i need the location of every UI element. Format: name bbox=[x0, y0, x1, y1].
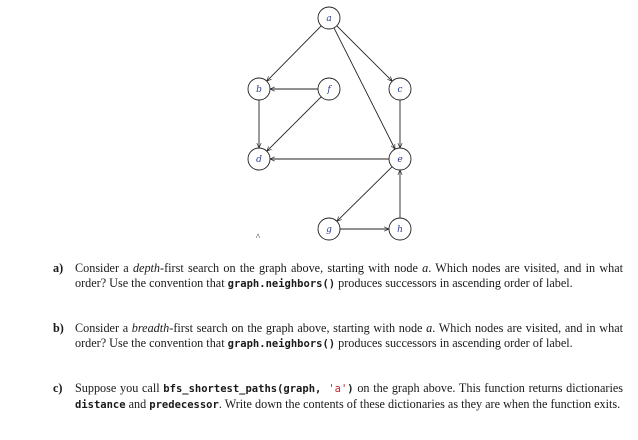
question-b: b) Consider a breadth-first search on th… bbox=[53, 321, 623, 351]
edge-a-b bbox=[267, 25, 322, 81]
text-run: -first search on the graph above, starti… bbox=[169, 321, 427, 335]
node-e: e bbox=[388, 147, 412, 171]
node-h: h bbox=[388, 217, 412, 241]
node-circle bbox=[247, 77, 271, 101]
question-c: c) Suppose you call bfs_shortest_paths(g… bbox=[53, 381, 623, 412]
graph-edges bbox=[259, 25, 400, 229]
code-predecessor: predecessor bbox=[149, 398, 219, 411]
node-circle bbox=[388, 217, 412, 241]
node-ref: a bbox=[422, 261, 429, 275]
node-f: f bbox=[317, 77, 341, 101]
emphasis-breadth: breadth bbox=[131, 321, 170, 335]
question-c-label: c) bbox=[53, 381, 63, 395]
node-circle bbox=[317, 6, 341, 30]
text-run: and bbox=[125, 396, 150, 411]
edge-f-d bbox=[267, 96, 322, 151]
node-label: h bbox=[397, 225, 403, 235]
text-run: Suppose you call bbox=[75, 381, 164, 395]
node-circle bbox=[317, 217, 341, 241]
question-a: a) Consider a depth-first search on the … bbox=[53, 261, 623, 291]
node-label: b bbox=[256, 85, 262, 95]
node-label: d bbox=[256, 155, 262, 165]
text-run: on the graph above. This function return… bbox=[353, 381, 623, 395]
node-b: b bbox=[247, 77, 271, 101]
node-label: e bbox=[397, 155, 402, 165]
stray-caret-mark: ^ bbox=[256, 232, 261, 242]
node-circle bbox=[388, 147, 412, 171]
question-b-text: Consider a breadth-first search on the g… bbox=[75, 321, 623, 351]
text-run: produces successors in ascending order o… bbox=[335, 335, 573, 350]
question-b-label: b) bbox=[53, 321, 64, 335]
edge-a-c bbox=[336, 25, 392, 81]
node-ref: a bbox=[426, 321, 433, 335]
text-run: . Write down the contents of these dicti… bbox=[218, 396, 621, 411]
graph-nodes: a b c d e f g h bbox=[247, 6, 412, 241]
code-neighbors: graph.neighbors() bbox=[227, 337, 336, 350]
node-label: f bbox=[326, 85, 332, 95]
text-run: -first search on the graph above, starti… bbox=[160, 261, 423, 275]
edge-e-g bbox=[337, 166, 393, 222]
node-d: d bbox=[247, 147, 271, 171]
code-neighbors: graph.neighbors() bbox=[227, 277, 336, 290]
node-label: c bbox=[397, 85, 402, 95]
text-run: Consider a bbox=[75, 261, 133, 275]
directed-graph-figure: a b c d e f g h ^ bbox=[247, 6, 412, 242]
node-label: g bbox=[326, 225, 332, 235]
text-run: . Which nodes are visited, and in what o… bbox=[75, 321, 623, 350]
question-c-text: Suppose you call bfs_shortest_paths(grap… bbox=[75, 381, 623, 412]
text-run: . Which nodes are visited, and in what o… bbox=[75, 261, 624, 290]
question-a-label: a) bbox=[53, 261, 64, 275]
node-g: g bbox=[317, 217, 341, 241]
node-circle bbox=[388, 77, 412, 101]
code-string-literal: 'a' bbox=[328, 383, 348, 395]
edge-a-e bbox=[333, 27, 396, 149]
node-c: c bbox=[388, 77, 412, 101]
node-circle bbox=[247, 147, 271, 171]
question-a-text: Consider a depth-first search on the gra… bbox=[75, 261, 623, 291]
text-run: produces successors in ascending order o… bbox=[335, 275, 573, 290]
code-distance: distance bbox=[75, 398, 126, 411]
code-paren: ) bbox=[347, 383, 354, 395]
emphasis-depth: depth bbox=[132, 261, 161, 275]
node-circle bbox=[317, 77, 341, 101]
text-run: Consider a bbox=[75, 321, 132, 335]
node-a: a bbox=[317, 6, 341, 30]
code-bfs-call: bfs_shortest_paths(graph, bbox=[163, 383, 329, 395]
node-label: a bbox=[326, 14, 331, 24]
